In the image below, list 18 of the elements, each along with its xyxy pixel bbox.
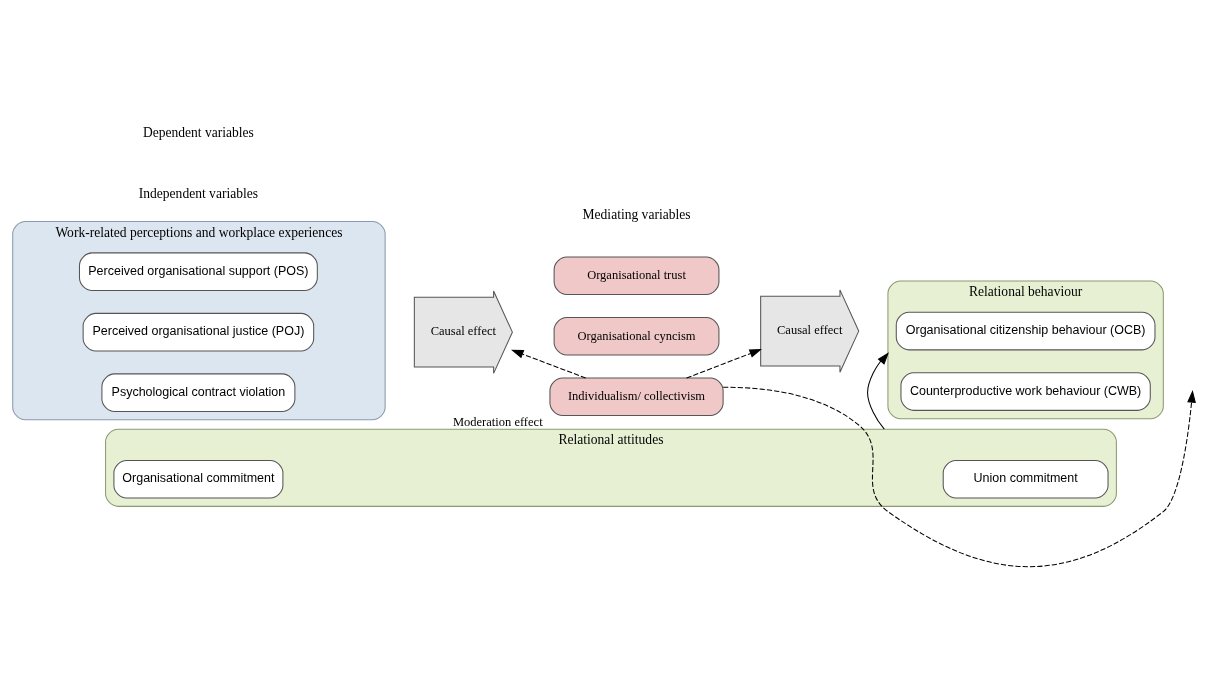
arrow (511, 349, 587, 378)
label: Dependent variables (142, 125, 254, 140)
node-box: Individualism/ collectivism (549, 377, 724, 416)
arrow (686, 348, 762, 378)
node-label: Moderation effect (452, 414, 543, 429)
node-box: Union commitment (942, 459, 1109, 499)
node-box: Organisational citizenship behaviour (OCB) (895, 311, 1156, 350)
node-box: Organisational cyncism (553, 316, 720, 356)
label: Independent variables (138, 185, 259, 201)
node-box: Organisational commitment (113, 459, 284, 499)
node-box: Counterproductive work behaviour (CWB) (900, 371, 1151, 411)
node-box: Perceived organisational justice (POJ) (82, 312, 315, 351)
node-box: Organisational trust (553, 256, 720, 295)
node-box: Psychological contract violation (101, 372, 296, 412)
node-box: Perceived organisational support (POS) (78, 251, 318, 291)
arrow (722, 386, 1196, 567)
label: Mediating variables (582, 206, 691, 222)
arrow (867, 351, 889, 430)
